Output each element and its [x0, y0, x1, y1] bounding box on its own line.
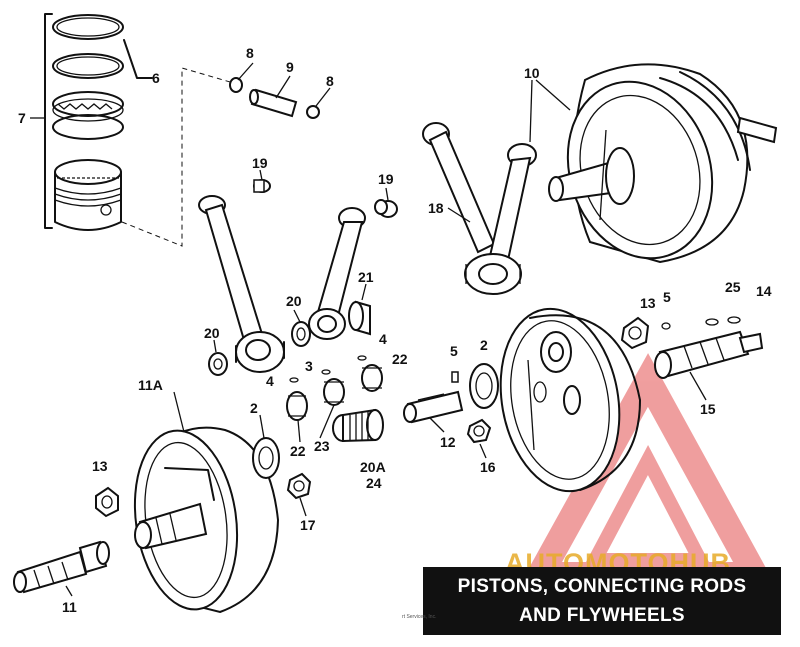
retaining-clips — [289, 355, 367, 383]
keys-25-14 — [705, 316, 741, 326]
key-5-right — [661, 322, 671, 330]
bushing-19-right — [374, 199, 398, 218]
roller-bearings — [286, 364, 384, 443]
callout-8-left: 8 — [246, 45, 254, 61]
credit-line: rt Services, Inc. — [402, 614, 437, 620]
washer-2-middle — [469, 363, 499, 409]
title-line-1: PISTONS, CONNECTING RODS — [457, 576, 747, 597]
washer-2-lower — [252, 437, 280, 479]
callout-4-upper: 4 — [379, 331, 387, 347]
callout-22-left: 22 — [290, 443, 306, 459]
key-5 — [451, 371, 459, 383]
bushing-19-left — [253, 179, 271, 193]
callout-24: 24 — [366, 475, 382, 491]
leader-lines — [65, 62, 707, 597]
nut-16 — [466, 418, 492, 444]
callout-19-left: 19 — [252, 155, 268, 171]
callout-labels: 8 9 8 6 7 10 19 19 18 20 21 20 4 22 3 4 … — [18, 45, 772, 615]
callout-22-right: 22 — [392, 351, 408, 367]
connecting-rod-left — [198, 195, 285, 373]
callout-25: 25 — [725, 279, 741, 295]
piston — [54, 159, 122, 231]
callout-4-lower: 4 — [266, 373, 274, 389]
callout-10: 10 — [524, 65, 540, 81]
callout-18: 18 — [428, 200, 444, 216]
callout-12: 12 — [440, 434, 456, 450]
callout-19-right: 19 — [378, 171, 394, 187]
bearing-race-21 — [348, 300, 371, 336]
title-line-2: AND FLYWHEELS — [519, 605, 685, 626]
callout-20-upper: 20 — [286, 293, 302, 309]
callout-11A: 11A — [138, 377, 163, 393]
callout-17: 17 — [300, 517, 316, 533]
callout-13-left: 13 — [92, 458, 108, 474]
title-box: PISTONS, CONNECTING RODS AND FLYWHEELS — [423, 567, 781, 635]
callout-2-middle: 2 — [480, 337, 488, 353]
callout-11: 11 — [62, 599, 77, 615]
callout-21: 21 — [358, 269, 374, 285]
flywheel-right — [499, 307, 641, 493]
washer-20-right — [291, 321, 311, 347]
crank-pin-12 — [403, 390, 464, 424]
nut-17 — [286, 472, 312, 500]
callout-23: 23 — [314, 438, 330, 454]
callout-9: 9 — [286, 59, 294, 75]
callout-3: 3 — [305, 358, 313, 374]
pinion-nut-13 — [620, 316, 650, 350]
callout-7: 7 — [18, 110, 26, 126]
callout-6: 6 — [152, 70, 160, 86]
callout-8-right: 8 — [326, 73, 334, 89]
flywheel-assembly-10 — [548, 63, 778, 264]
nut-13-lower — [95, 486, 119, 518]
callout-5-middle: 5 — [450, 343, 458, 359]
callout-2-lower: 2 — [250, 400, 258, 416]
callout-14: 14 — [756, 283, 772, 299]
piston-ring-set — [30, 13, 153, 229]
callout-13-right: 13 — [640, 295, 656, 311]
pinion-shaft-15 — [654, 330, 764, 379]
callout-20A: 20A — [360, 459, 386, 475]
washer-20-left — [208, 352, 228, 376]
flywheel-11A — [133, 426, 280, 614]
callout-16: 16 — [480, 459, 496, 475]
connecting-rod-right — [308, 207, 366, 340]
callout-20-lower: 20 — [204, 325, 220, 341]
callout-5-right: 5 — [663, 289, 671, 305]
connecting-rod-assembly-18 — [422, 122, 537, 295]
callout-15: 15 — [700, 401, 716, 417]
piston-pin — [229, 77, 320, 119]
sprocket-shaft-11 — [13, 540, 110, 594]
